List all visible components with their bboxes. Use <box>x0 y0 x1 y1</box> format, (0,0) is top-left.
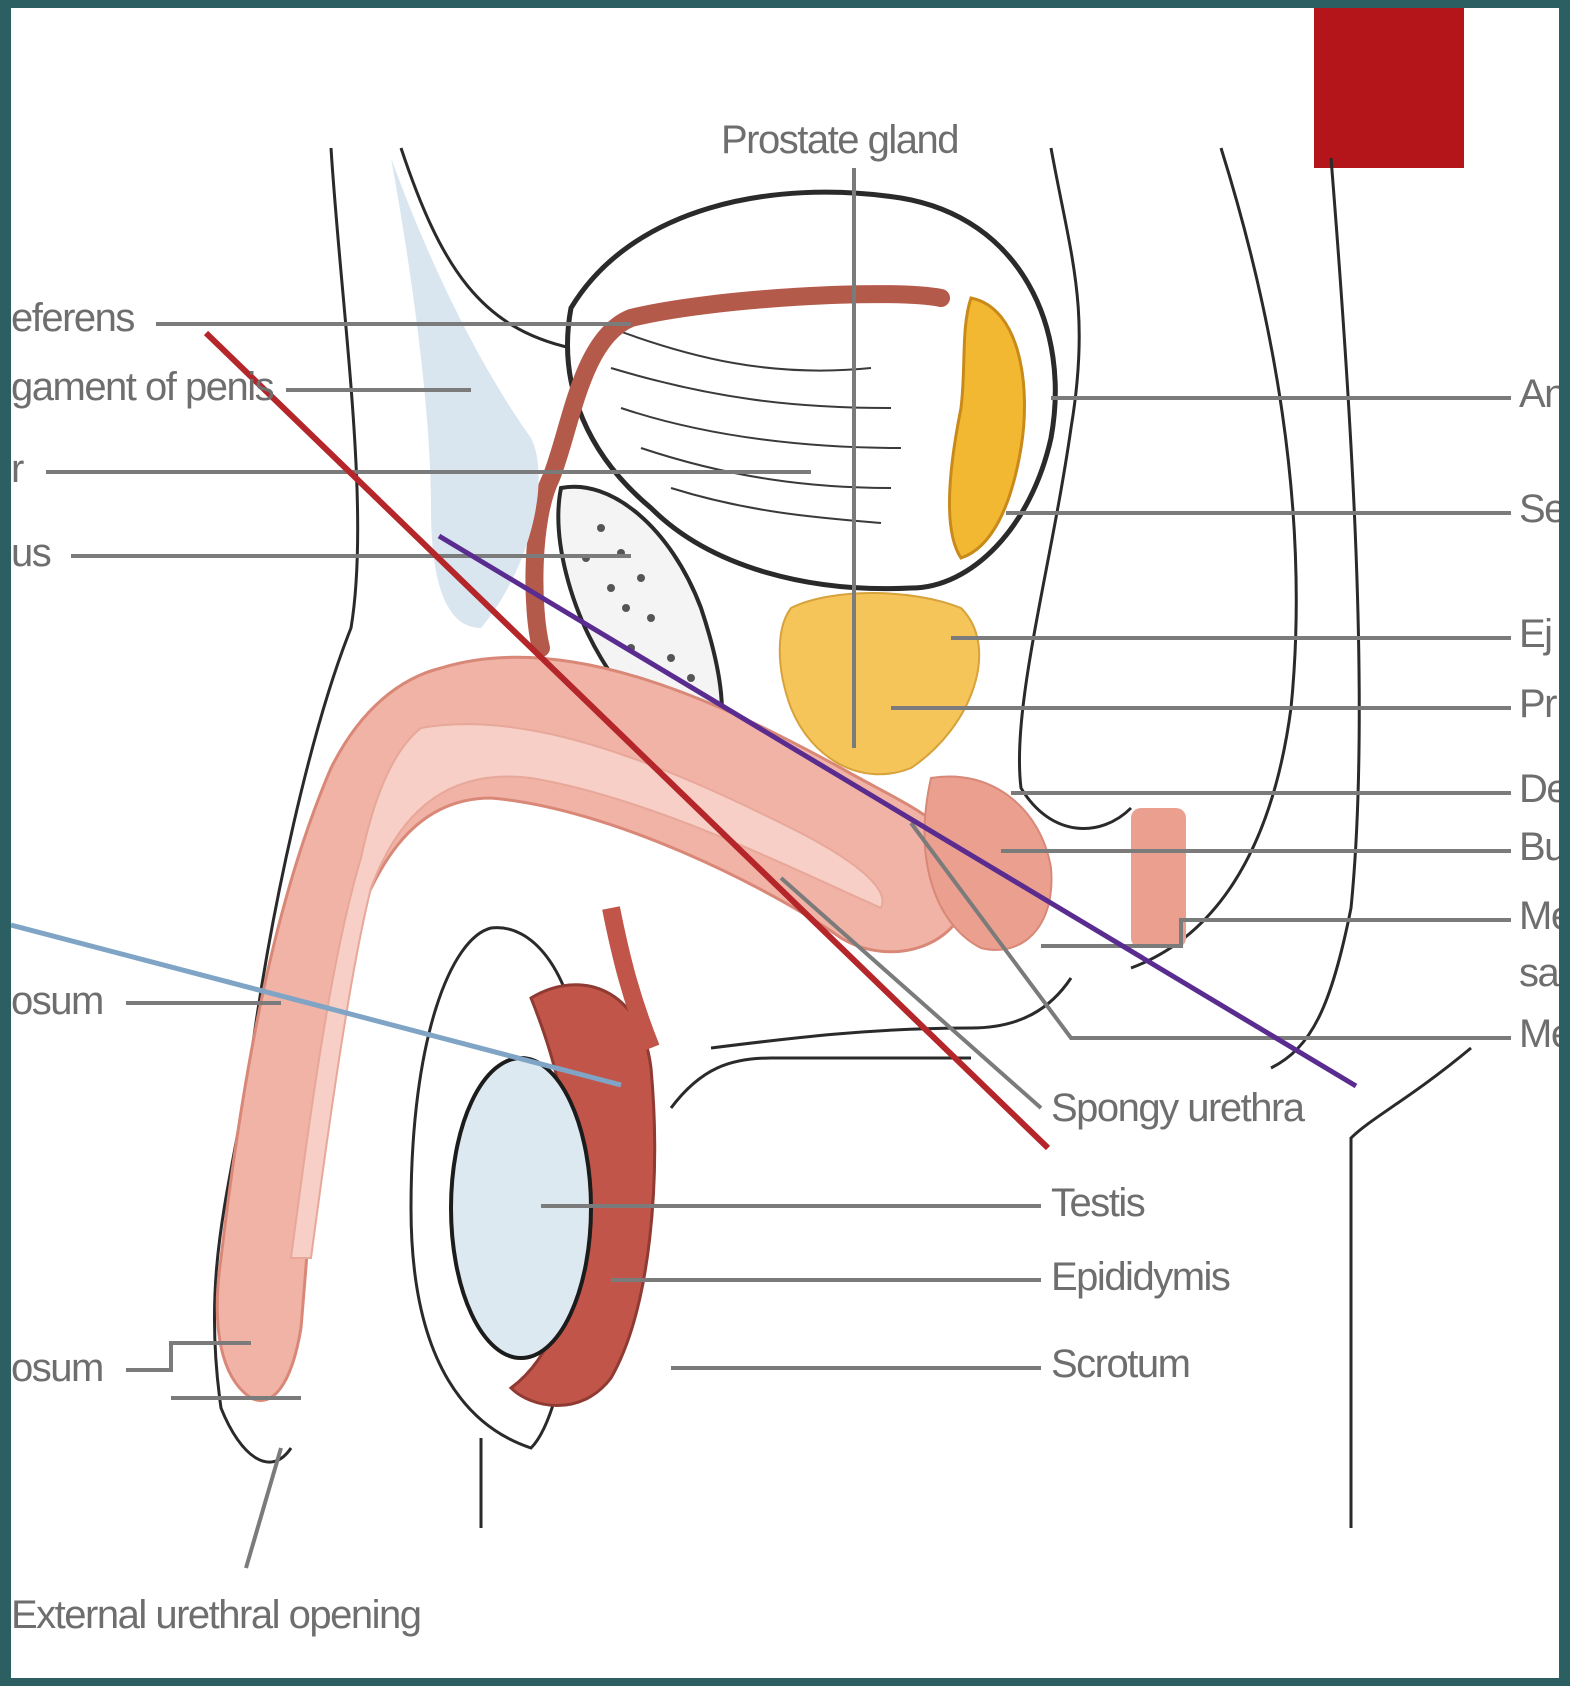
prostate-shape <box>780 593 979 774</box>
label-right-3: Pr <box>1519 682 1557 726</box>
label-bladder-partial: r <box>11 447 24 491</box>
label-right-7: sa <box>1519 951 1559 995</box>
label-external-urethral-opening: External urethral opening <box>11 1593 420 1637</box>
label-right-8: Me <box>1519 1012 1559 1056</box>
label-suspensory-ligament: gament of penis <box>11 365 274 409</box>
label-right-0: An <box>1519 372 1559 416</box>
label-prostate-gland: Prostate gland <box>721 118 958 162</box>
label-corpus-spongiosum: osum <box>11 1346 103 1390</box>
label-ductus-deferens: eferens <box>11 296 134 340</box>
anatomy-diagram: eferens gament of penis r us osum osum P… <box>11 8 1559 1678</box>
label-right-4: De <box>1519 767 1559 811</box>
label-right-5: Bu <box>1519 825 1559 869</box>
label-right-1: Se <box>1519 487 1559 531</box>
label-testis: Testis <box>1051 1181 1145 1225</box>
label-pubis-partial: us <box>11 531 51 575</box>
label-corpus-cavernosum: osum <box>11 979 103 1023</box>
label-right-6: Me <box>1519 894 1559 938</box>
slide-canvas: eferens gament of penis r us osum osum P… <box>11 8 1559 1678</box>
label-right-2: Ej <box>1519 612 1552 656</box>
label-spongy-urethra: Spongy urethra <box>1051 1086 1306 1130</box>
label-scrotum: Scrotum <box>1051 1342 1189 1386</box>
label-epididymis: Epididymis <box>1051 1255 1230 1299</box>
muscle-block <box>1131 808 1186 948</box>
